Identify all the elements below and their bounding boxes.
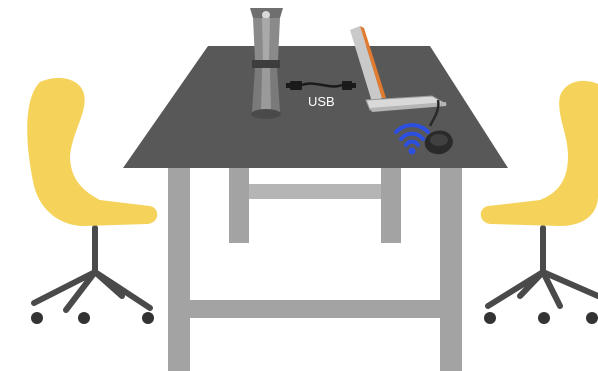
chair-left-base	[34, 228, 150, 310]
usb-label: USB	[308, 94, 335, 109]
camera-highlight	[262, 18, 270, 60]
chair-right-base	[488, 228, 598, 306]
table-back-leg-left	[229, 168, 249, 243]
chair-left-icon	[27, 78, 157, 324]
table-back-leg-right	[381, 168, 401, 243]
camera-ring	[252, 60, 280, 68]
usb-plug-right	[342, 81, 352, 90]
chair-right-wheel	[484, 312, 496, 324]
chair-left-wheel	[31, 312, 43, 324]
table-back-crossbar	[249, 184, 381, 199]
chair-left-wheel	[142, 312, 154, 324]
chair-left-wheel	[78, 312, 90, 324]
conference-camera-icon	[250, 8, 283, 119]
usb-plug-left-tip	[286, 83, 290, 88]
camera-lower-highlight	[261, 68, 271, 112]
chair-right-wheel	[538, 312, 550, 324]
table-front-crossbar	[190, 300, 440, 318]
chair-right-icon	[481, 81, 598, 324]
usb-plug-right-tip	[352, 83, 356, 88]
usb-plug-left	[290, 81, 302, 90]
dongle-top	[430, 134, 448, 146]
chair-right-wheel	[586, 312, 598, 324]
wifi-dot	[409, 148, 416, 155]
camera-base	[251, 109, 281, 119]
camera-lens	[262, 11, 270, 19]
table-front-leg-left	[168, 168, 190, 371]
table-front-leg-right	[440, 168, 462, 371]
